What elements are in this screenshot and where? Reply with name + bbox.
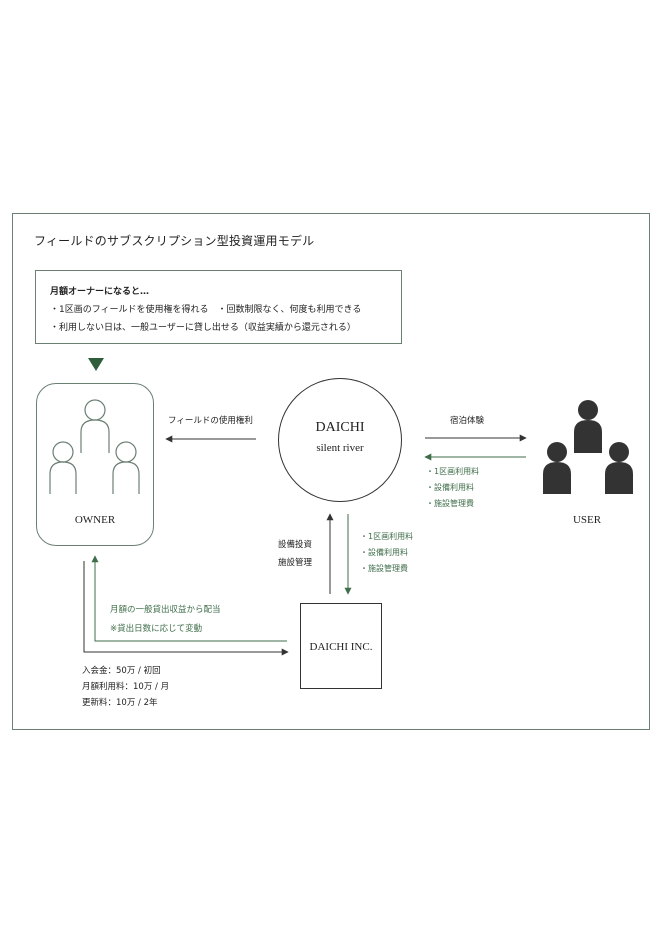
payment-2: 月額利用料：10万 / 月 — [82, 682, 170, 692]
inc-fee-3: ・施設管理費 — [360, 564, 408, 573]
diagram-frame — [12, 213, 650, 730]
label-dividend-1: 月額の一般貸出収益から配当 — [110, 605, 221, 615]
user-label: USER — [572, 514, 602, 526]
info-heading: 月額オーナーになると… — [50, 287, 150, 297]
daichi-name: DAICHI — [315, 420, 365, 435]
daichi-inc-label: DAICHI INC. — [309, 641, 373, 653]
down-triangle-icon — [88, 358, 104, 371]
label-field-right: フィールドの使用権利 — [168, 416, 253, 426]
payment-3: 更新料：10万 / 2年 — [82, 698, 158, 708]
diagram-title: フィールドのサブスクリプション型投資運用モデル — [34, 234, 315, 248]
inc-fee-2: ・設備利用料 — [360, 548, 408, 557]
label-invest-2: 施設管理 — [278, 558, 313, 568]
user-fee-3: ・施設管理費 — [426, 499, 474, 508]
daichi-subtitle: silent river — [316, 442, 364, 454]
payment-1: 入会金：50万 / 初回 — [82, 666, 161, 676]
arrow-dividend — [91, 555, 287, 642]
user-people-icon — [543, 400, 633, 494]
inc-fee-1: ・1区画利用料 — [360, 532, 414, 541]
owner-label: OWNER — [74, 514, 116, 526]
info-box — [35, 270, 402, 344]
info-line-2: ・利用しない日は、一般ユーザーに貸し出せる（収益実績から還元される） — [50, 323, 356, 333]
label-dividend-2: ※貸出日数に応じて変動 — [110, 624, 203, 634]
user-fee-2: ・設備利用料 — [426, 483, 474, 492]
user-fee-1: ・1区画利用料 — [426, 467, 480, 476]
owner-people-icon — [49, 399, 140, 494]
label-invest-1: 設備投資 — [278, 540, 313, 550]
daichi-inc-box — [300, 603, 382, 689]
label-stay: 宿泊体験 — [450, 416, 485, 426]
arrow-payment — [83, 561, 289, 656]
owner-box — [36, 383, 154, 546]
info-line-1: ・1区画のフィールドを使用権を得れる ・回数制限なく、何度も利用できる — [50, 305, 362, 315]
daichi-circle — [278, 378, 402, 502]
